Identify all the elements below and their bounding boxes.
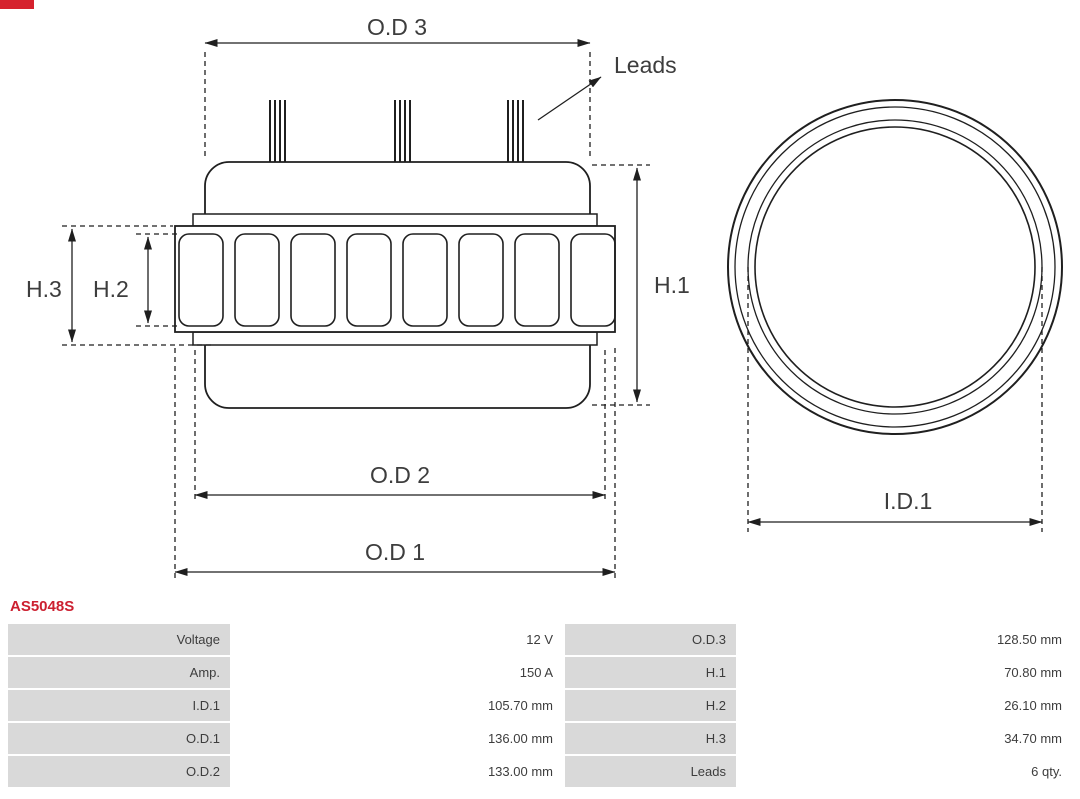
spec-label: H.2: [565, 690, 736, 721]
spec-label: Leads: [565, 756, 736, 787]
spec-table: Voltage 12 V O.D.3 128.50 mm Amp. 150 A …: [8, 624, 1072, 787]
spec-label: O.D.3: [565, 624, 736, 655]
logo-fragment: [0, 0, 34, 9]
spec-label: H.1: [565, 657, 736, 688]
spec-value: 26.10 mm: [738, 690, 1072, 721]
dimension-h2: H.2: [93, 233, 177, 327]
stator-bottom-collar: [192, 331, 598, 346]
spec-label: O.D.2: [8, 756, 230, 787]
od3-label: O.D 3: [367, 14, 427, 40]
spec-label: Voltage: [8, 624, 230, 655]
spec-value: 136.00 mm: [232, 723, 563, 754]
spec-value: 128.50 mm: [738, 624, 1072, 655]
dimension-od3: O.D 3: [204, 14, 591, 160]
spec-value: 150 A: [232, 657, 563, 688]
stator-leads-wires: [269, 100, 524, 162]
stator-side-view: [174, 100, 616, 409]
spec-value: 133.00 mm: [232, 756, 563, 787]
spec-label: H.3: [565, 723, 736, 754]
spec-label: I.D.1: [8, 690, 230, 721]
spec-value: 12 V: [232, 624, 563, 655]
spec-label: O.D.1: [8, 723, 230, 754]
stator-top-collar: [192, 213, 598, 227]
dimension-h1: H.1: [592, 164, 690, 406]
part-number: AS5048S: [10, 598, 75, 615]
id1-label: I.D.1: [884, 488, 933, 514]
od2-label: O.D 2: [370, 462, 430, 488]
od1-label: O.D 1: [365, 539, 425, 565]
leads-callout: Leads: [537, 52, 677, 121]
dimension-od2: O.D 2: [194, 350, 606, 502]
spec-value: 6 qty.: [738, 756, 1072, 787]
h1-label: H.1: [654, 272, 690, 298]
h3-label: H.3: [26, 276, 62, 302]
leads-label: Leads: [614, 52, 677, 78]
h2-label: H.2: [93, 276, 129, 302]
stator-slots: [178, 233, 616, 327]
spec-value: 70.80 mm: [738, 657, 1072, 688]
spec-label: Amp.: [8, 657, 230, 688]
stator-technical-drawing: O.D 3 Leads H.1 H.3: [26, 14, 1063, 580]
stator-core-band: [174, 225, 616, 333]
spec-value: 34.70 mm: [738, 723, 1072, 754]
dimension-id1: I.D.1: [747, 267, 1043, 532]
dimension-od1: O.D 1: [174, 348, 616, 580]
spec-value: 105.70 mm: [232, 690, 563, 721]
dimension-h3: H.3: [26, 225, 215, 346]
stator-front-view: [727, 99, 1063, 435]
